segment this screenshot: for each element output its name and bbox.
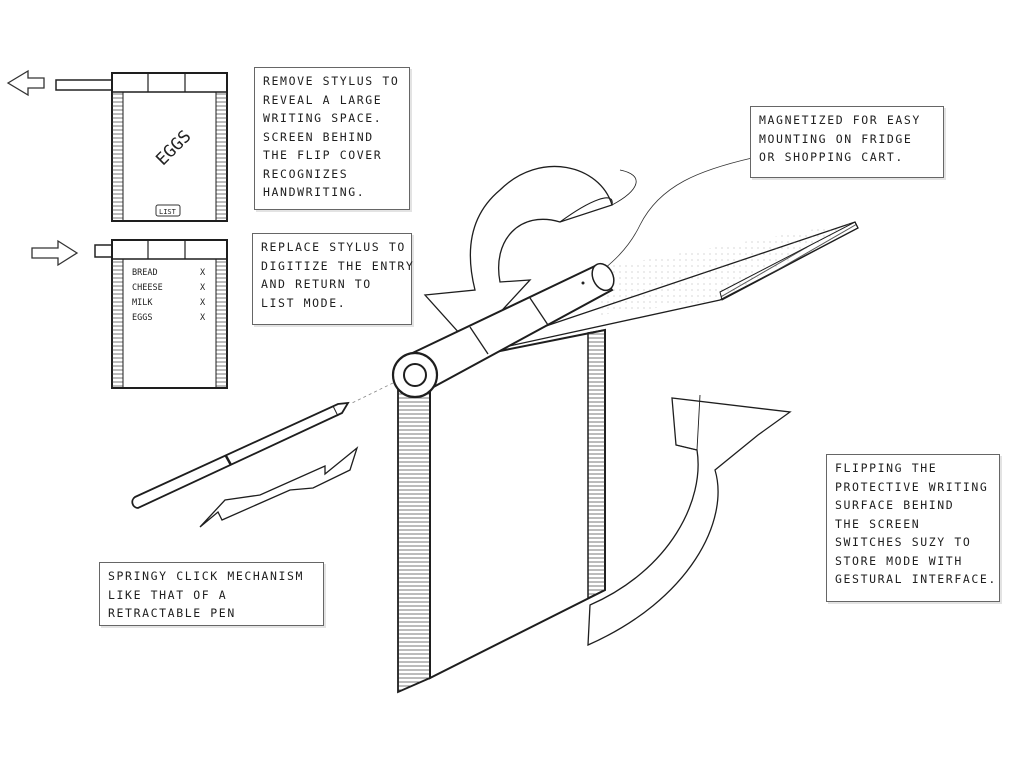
note-magnetized: MAGNETIZED FOR EASY MOUNTING ON FRIDGE O… bbox=[750, 106, 944, 178]
note-line: SURFACE BEHIND bbox=[835, 498, 955, 512]
note-line: AND RETURN TO bbox=[261, 277, 372, 291]
note-line: THE SCREEN bbox=[835, 516, 921, 531]
list-item-mark[interactable]: X bbox=[200, 298, 206, 308]
note-line: SCREEN BEHIND bbox=[263, 129, 374, 144]
note-line: MOUNTING ON FRIDGE bbox=[759, 131, 913, 146]
device-writing-mode: EGGS LIST bbox=[6, 69, 228, 222]
stylus-icon[interactable] bbox=[131, 401, 350, 509]
stylus-inserted-icon bbox=[94, 244, 113, 258]
note-line: RETRACTABLE PEN bbox=[108, 606, 236, 620]
note-replace-stylus: REPLACE STYLUS TO DIGITIZE THE ENTRY AND… bbox=[252, 233, 415, 325]
leader-line bbox=[589, 157, 753, 281]
note-line: GESTURAL INTERFACE. bbox=[835, 572, 997, 586]
note-line: SWITCHES SUZY TO bbox=[835, 535, 972, 549]
list-item-mark[interactable]: X bbox=[200, 313, 206, 323]
note-line: HANDWRITING. bbox=[263, 185, 366, 199]
main-device bbox=[397, 328, 606, 694]
list-button-label: LIST bbox=[159, 208, 177, 216]
flip-arrow-right-icon bbox=[587, 394, 792, 647]
note-line: THE FLIP COVER bbox=[263, 148, 383, 162]
stylus-axis bbox=[351, 382, 394, 404]
note-line: REMOVE STYLUS TO bbox=[263, 74, 400, 88]
note-line: LIKE THAT OF A bbox=[108, 587, 228, 602]
note-line: SPRINGY CLICK MECHANISM bbox=[108, 569, 305, 583]
note-line: PROTECTIVE WRITING bbox=[835, 479, 989, 494]
note-line: DIGITIZE THE ENTRY bbox=[261, 258, 415, 273]
note-line: OR SHOPPING CART. bbox=[759, 150, 904, 164]
list-button[interactable] bbox=[155, 204, 181, 217]
note-line: WRITING SPACE. bbox=[263, 111, 383, 125]
note-remove-stylus: REMOVE STYLUS TO REVEAL A LARGE WRITING … bbox=[254, 67, 410, 210]
note-line: MAGNETIZED FOR EASY bbox=[759, 113, 921, 127]
stylus-pulled-icon bbox=[55, 79, 113, 91]
list-item-mark[interactable]: X bbox=[200, 283, 206, 293]
note-line: FLIPPING THE bbox=[835, 461, 938, 475]
list-item: EGGS bbox=[132, 313, 152, 323]
list-item-mark[interactable]: X bbox=[200, 268, 206, 278]
flip-arrow-top-icon bbox=[423, 165, 637, 346]
double-arrow-icon bbox=[199, 446, 359, 528]
hinge-tube bbox=[391, 262, 615, 399]
note-line: REPLACE STYLUS TO bbox=[261, 240, 406, 254]
device-list-mode: BREAD X CHEESE X MILK X EGGS X bbox=[31, 239, 228, 389]
list-item: CHEESE bbox=[132, 283, 163, 293]
arrow-left-icon bbox=[6, 69, 45, 97]
note-line: LIST MODE. bbox=[261, 295, 347, 310]
note-line: STORE MODE WITH bbox=[835, 553, 963, 568]
list-item: MILK bbox=[132, 298, 153, 308]
note-flipping: FLIPPING THE PROTECTIVE WRITING SURFACE … bbox=[826, 454, 1000, 602]
note-line: RECOGNIZES bbox=[263, 166, 349, 181]
note-line: REVEAL A LARGE bbox=[263, 92, 383, 107]
list-item: BREAD bbox=[132, 268, 158, 278]
arrow-right-icon bbox=[31, 239, 79, 267]
note-springy: SPRINGY CLICK MECHANISM LIKE THAT OF A R… bbox=[99, 562, 324, 626]
